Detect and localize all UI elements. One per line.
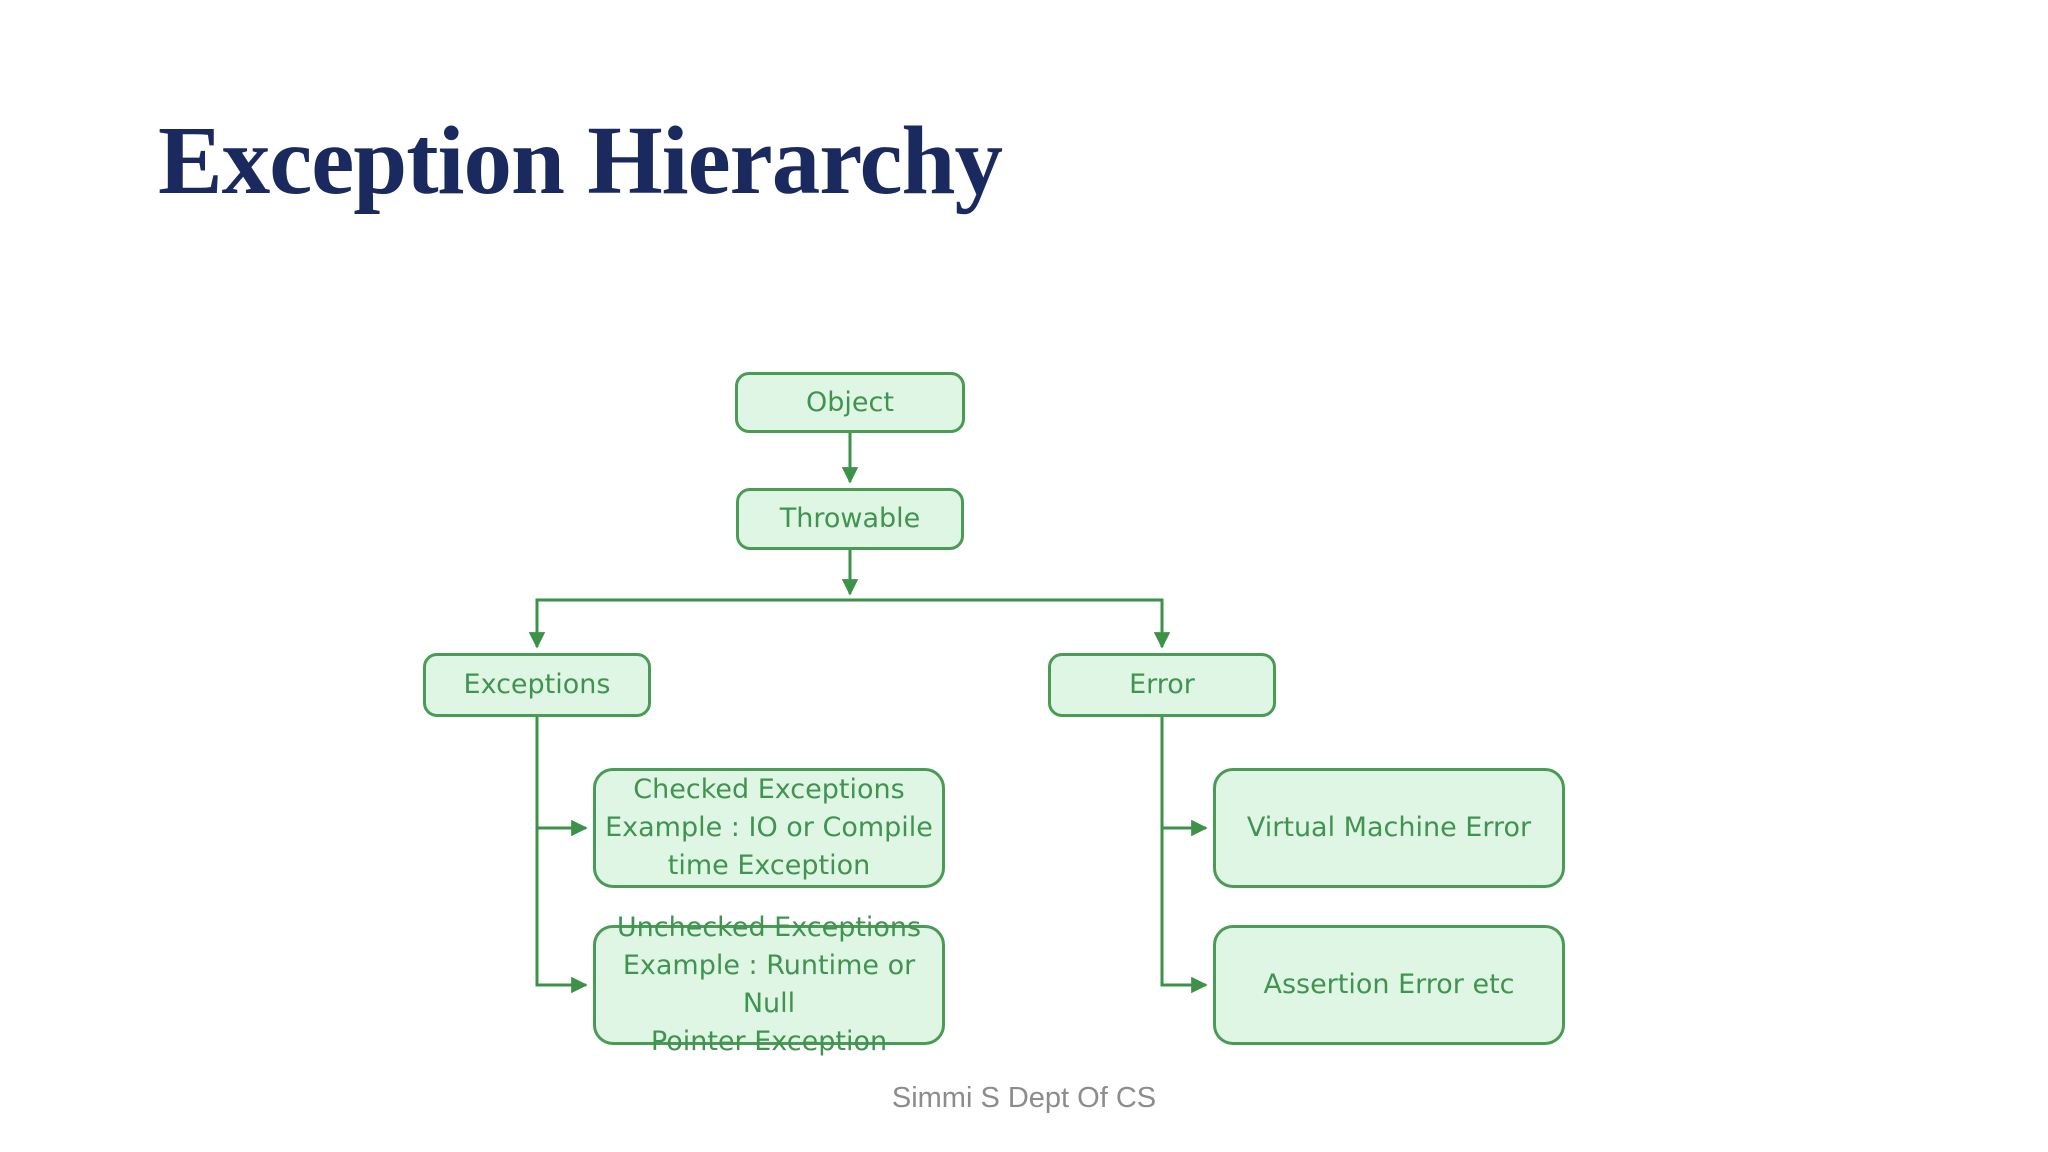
node-error: Error [1048, 653, 1276, 717]
node-throwable: Throwable [736, 488, 964, 550]
page-title: Exception Hierarchy [158, 107, 1003, 214]
node-object: Object [735, 372, 965, 433]
footer-credit: Simmi S Dept Of CS [891, 1082, 1157, 1114]
node-checked-exceptions: Checked Exceptions Example : IO or Compi… [593, 768, 945, 888]
node-assertion-error: Assertion Error etc [1213, 925, 1565, 1045]
node-virtual-machine-error: Virtual Machine Error [1213, 768, 1565, 888]
node-exceptions: Exceptions [423, 653, 651, 717]
node-unchecked-exceptions: Unchecked Exceptions Example : Runtime o… [593, 912, 945, 1057]
